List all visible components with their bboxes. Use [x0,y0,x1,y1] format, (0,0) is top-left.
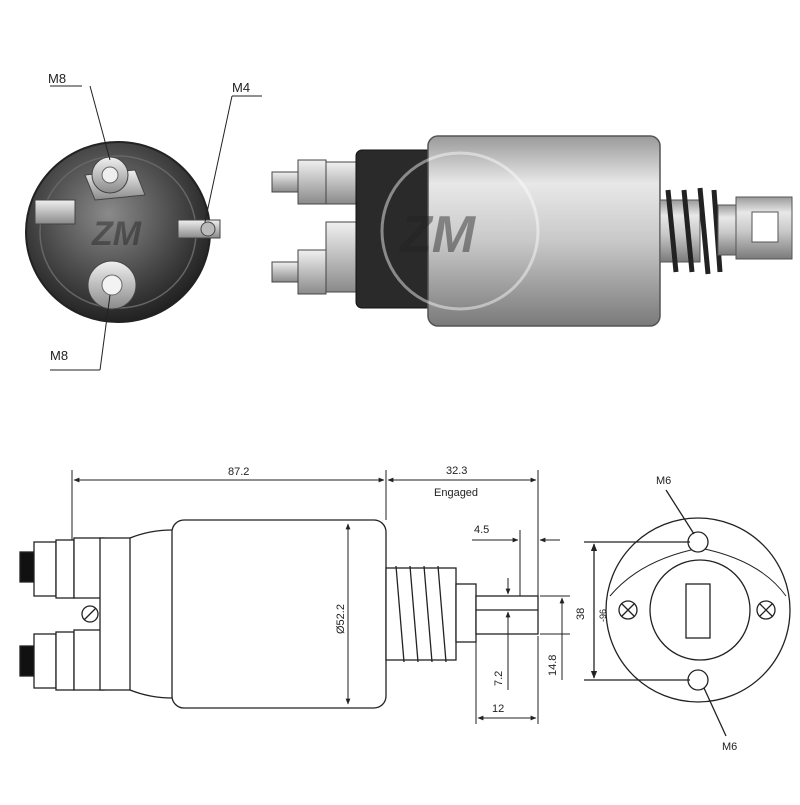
dim-4-5: 4.5 [474,524,489,536]
watermark-logo-side: ZM [398,206,477,264]
m4-terminal [34,199,221,239]
dim-7-2: 7.2 [493,671,505,686]
center-slot [685,583,711,639]
hole-bottom [687,669,709,691]
drawing-end-view [584,489,791,737]
label-top-m6: M6 [656,475,671,487]
bottom-m8-terminal [87,260,137,310]
top-m8-terminal [84,156,146,201]
label-bottom-m6: M6 [722,741,737,753]
cap-outline [99,537,131,691]
spring-housing [385,567,457,661]
dim-87-2: 87.2 [228,466,249,478]
stud-top [19,551,35,583]
drawing-side-view [19,519,539,709]
watermark-logo: ZM [91,215,142,253]
label-m4: M4 [232,80,250,95]
dim-38: 38 [575,608,587,620]
leader-top-m8 [89,85,111,161]
dim-14-8: 14.8 [547,655,559,676]
dim-diameter: Ø52.2 [335,604,347,634]
leader-bottom-m8 [99,294,111,371]
dim-12: 12 [492,703,504,715]
plunger [659,199,701,263]
drawing-plunger-eye [475,595,539,635]
leader-top-m6 [665,489,695,535]
hole-top [687,531,709,553]
leader-m4 [204,95,233,223]
leader-bottom-m6 [703,687,727,737]
return-spring [665,187,723,275]
dimension-lines [71,470,570,724]
faint-mark: -96 [598,609,608,622]
photo-side-view: ZM [271,135,793,327]
label-bottom-m8: M8 [50,348,68,363]
dim-32-3: 32.3 [446,465,467,477]
label-top-m8: M8 [48,71,66,86]
dim-engaged: Engaged [434,487,478,499]
stud-bottom [19,645,35,677]
can-outline [171,519,387,709]
drawing-spring [395,565,447,663]
photo-end-view: ZM M8 M4 M8 [25,71,262,371]
